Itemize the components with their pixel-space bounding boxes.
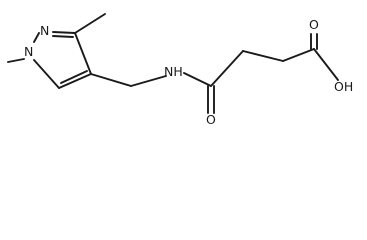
bond-n2-c3-inner [52, 35, 74, 38]
bond-group [7, 13, 339, 114]
bond-acid-c-oh [313, 48, 339, 81]
bond-c4-ch2 [90, 73, 132, 87]
bond-ch2-ch2 [242, 50, 284, 62]
bond-nh-amide-c [183, 72, 212, 87]
bond-ch2-nh [130, 75, 167, 87]
bond-n1-n2 [33, 32, 40, 43]
atom-hydroxyl-label: OH [334, 79, 353, 94]
atom-n2-label: N [40, 23, 49, 38]
bond-ch2-acid-c [282, 48, 315, 62]
atom-nh-label: NH [164, 64, 183, 79]
bond-amide-c-ch2 [210, 50, 244, 87]
bond-c4-c5-inner [60, 70, 88, 84]
bond-c3-methyl [74, 13, 106, 34]
bond-n1-methyl [7, 58, 25, 63]
bond-c3-c4 [74, 32, 92, 75]
atom-carbonyl-o-label: O [206, 112, 216, 127]
bond-c4-c5 [58, 73, 92, 89]
atom-acid-o-label: O [309, 17, 319, 32]
chemical-structure: N N NH O O OH [7, 13, 353, 127]
bond-n2-c3 [52, 31, 76, 34]
atom-n1-label: N [24, 44, 33, 59]
bond-c5-n1 [33, 59, 60, 89]
